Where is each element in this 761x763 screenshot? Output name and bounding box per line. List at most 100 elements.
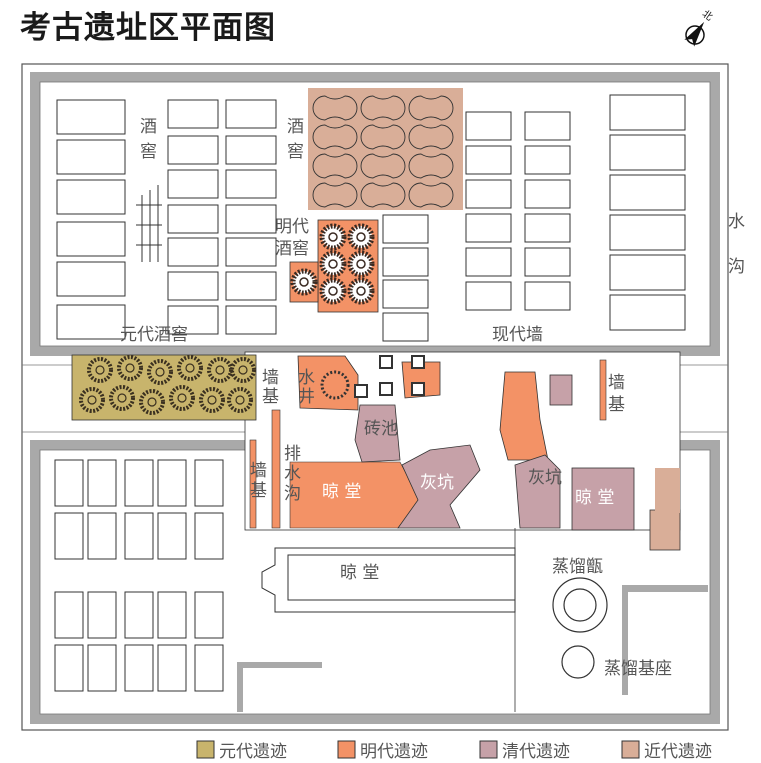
label-ash-pit-2: 灰坑 [528,468,562,488]
pit-outline [312,95,358,121]
cellar-pit [194,512,224,560]
cellar-pit [87,591,117,639]
brick-squares [354,355,425,398]
cellar-pit [524,213,571,243]
yuan-pit [207,357,233,383]
cellar-pit [382,279,429,309]
ming-wall-left-2 [249,439,257,529]
label-drain: 沟 [284,484,301,504]
brick-square [411,382,425,396]
cellar-pit [157,591,187,639]
pit-outline [360,124,406,150]
qing-drying-hall [571,467,635,531]
brick-square [379,382,393,396]
cellar-pit [465,213,512,243]
cellar-pit [524,179,571,209]
cellar-pit [167,305,219,335]
yuan-pit [169,385,195,411]
label-brick-pool: 砖池 [364,419,398,439]
legend: 元代遗迹 明代遗迹 清代遗迹 近代遗迹 [196,740,712,762]
ming-pit [319,250,347,278]
cellar-pit [225,99,277,129]
north-arrow-icon: 北 [684,8,715,47]
pit-outline [408,153,454,179]
ming-pit [347,277,375,305]
cellar-pit [465,145,512,175]
ming-wall-right [599,359,607,421]
label-still: 蒸馏甑 [552,557,603,577]
label-cellar-left: 酒 [140,117,157,137]
label-ash-pit-1: 灰坑 [420,473,454,493]
legend-swatch [621,740,640,759]
legend-label: 明代遗迹 [360,742,428,762]
yuan-pit [227,387,253,413]
cellar-pit [167,204,219,234]
ming-pit [290,268,318,296]
ming-pit [319,277,347,305]
yuan-pit [177,355,203,381]
cellar-pit [167,271,219,301]
pit-outline [360,95,406,121]
cellar-pit [382,312,429,342]
legend-label: 近代遗迹 [644,742,712,762]
outer-boundary [21,63,729,731]
label-ditch: 沟 [728,257,745,277]
label-wall-base-lower: 墙 [250,461,267,481]
label-drying-hall-lower: 晾 堂 [340,563,379,583]
cellar-pit [56,261,126,297]
pit-outline [312,153,358,179]
cellar-pit [524,247,571,277]
label-wall-base-right: 基 [608,395,625,415]
cellar-pits [54,94,686,692]
still-base-icon [561,645,595,679]
cellar-pit [524,111,571,141]
ming-pit [347,223,375,251]
cellar-pit [609,174,686,211]
modern-cellar-area [308,88,463,210]
modern-cellar-pits [312,95,454,208]
cellar-pit [167,135,219,165]
legend-label: 元代遗迹 [219,742,287,762]
legend-swatch [479,740,498,759]
cellar-pit [124,644,154,692]
label-wall-base-left: 墙 [262,368,279,388]
cellar-pit [524,281,571,311]
stairs [136,185,162,262]
yuan-cellar-pits [79,355,256,415]
cellar-pit [56,139,126,175]
ming-cellar-pits [290,223,375,305]
cellar-pit [225,204,277,234]
well-icon [320,370,350,400]
cellar-pit [157,644,187,692]
cellar-pit [609,214,686,251]
label-cellar-mid: 酒 [287,117,304,137]
label-ming-cellar: 酒窖 [275,239,309,259]
label-still-base: 蒸馏基座 [604,659,672,679]
cellar-pit [56,179,126,215]
cellar-pit [194,591,224,639]
cellar-pit [194,644,224,692]
cellar-pit [87,459,117,507]
pit-outline [408,95,454,121]
modern-strip [649,509,681,551]
cellar-pit [609,294,686,331]
brick-pool [354,404,401,463]
cellar-pit [167,237,219,267]
ash-pit-1 [397,444,481,529]
cellar-pit [54,512,84,560]
brick-square [411,355,425,369]
yuan-pit [87,357,113,383]
pit-outline [360,182,406,208]
lower-drying-hall [261,547,516,613]
label-wall-base-right: 墙 [608,373,625,393]
cellar-pit [382,214,429,244]
cellar-pit [225,305,277,335]
yuan-pit [147,359,173,385]
pit-outline [360,153,406,179]
legend-label: 清代遗迹 [502,742,570,762]
legend-swatch [337,740,356,759]
still-icon [552,577,608,633]
cellar-pit [56,99,126,135]
yuan-pit [79,387,105,413]
label-ditch: 水 [728,212,745,232]
